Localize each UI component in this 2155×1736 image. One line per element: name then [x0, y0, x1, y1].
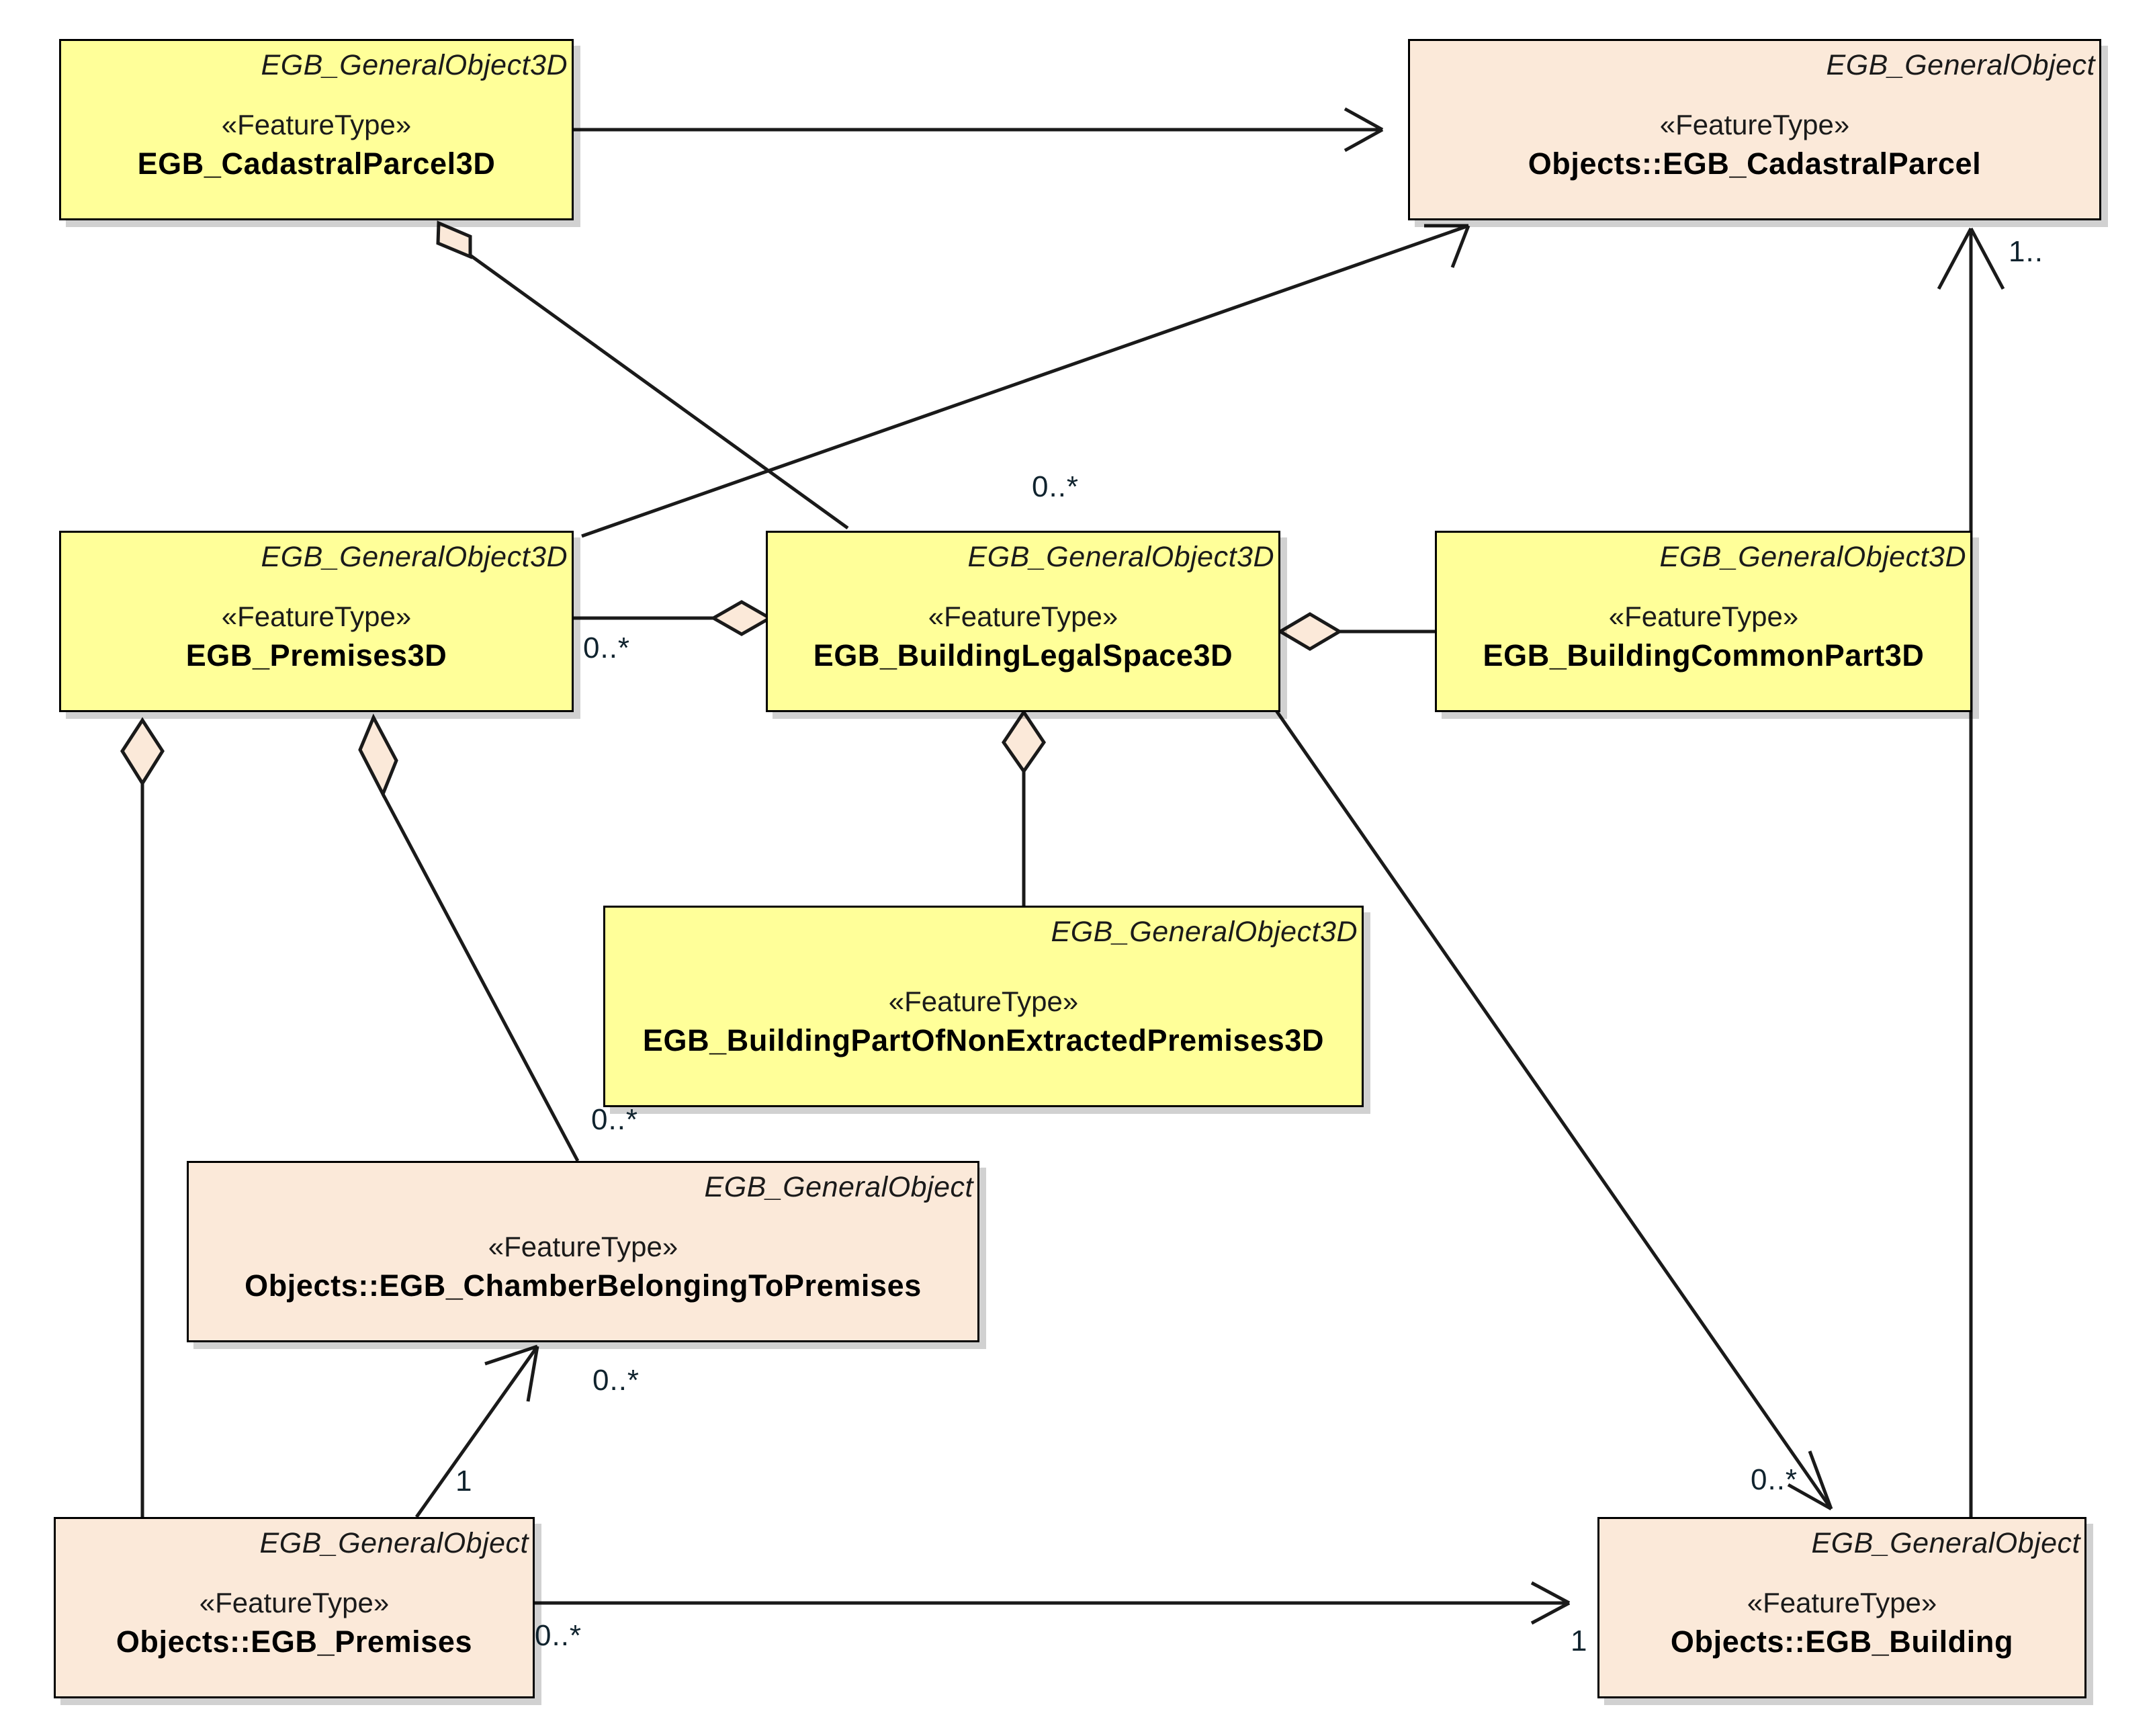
multiplicity-legalspace-top: 0..* [1032, 470, 1080, 503]
class-stereotype: «FeatureType» [1747, 1586, 1937, 1618]
class-parent-label: EGB_GeneralObject3D [1659, 541, 1966, 573]
class-body: «FeatureType» EGB_Premises3D [61, 572, 572, 710]
class-parent-label: EGB_GeneralObject [1811, 1527, 2080, 1559]
class-stereotype: «FeatureType» [221, 108, 412, 140]
multiplicity-premises-to-chamber: 1 [455, 1465, 473, 1498]
class-box-building-part-non-extracted-premises-3d[interactable]: EGB_GeneralObject3D «FeatureType» EGB_Bu… [603, 906, 1364, 1107]
connector-parcel3d-to-legalspace [436, 220, 849, 530]
multiplicity-premises-right: 0..* [535, 1619, 582, 1652]
class-stereotype: «FeatureType» [888, 985, 1079, 1017]
connector-chamber-to-premises3d [358, 713, 580, 1162]
multiplicity-chamber-bottom: 0..* [592, 1364, 640, 1397]
class-name: Objects::EGB_Premises [116, 1624, 473, 1659]
class-parent-label: EGB_GeneralObject3D [1051, 916, 1358, 948]
class-box-building[interactable]: EGB_GeneralObject «FeatureType» Objects:… [1597, 1517, 2086, 1698]
class-parent-label: EGB_GeneralObject3D [261, 541, 568, 573]
class-body: «FeatureType» EGB_BuildingCommonPart3D [1437, 572, 1970, 710]
connector-legalspace-to-building [1274, 709, 1833, 1511]
connector-premises-to-premises3d [120, 717, 165, 1517]
connector-building-to-parcel [1937, 227, 2005, 1517]
connector-premises-to-chamber [414, 1344, 539, 1518]
class-parent-label: EGB_GeneralObject [704, 1171, 973, 1203]
class-parent-label: EGB_GeneralObject3D [261, 49, 568, 81]
class-stereotype: «FeatureType» [928, 600, 1118, 632]
class-parent-label: EGB_GeneralObject3D [967, 541, 1274, 573]
class-box-chamber-belonging-to-premises[interactable]: EGB_GeneralObject «FeatureType» Objects:… [187, 1161, 979, 1342]
class-box-premises-3d[interactable]: EGB_GeneralObject3D «FeatureType» EGB_Pr… [59, 531, 574, 712]
class-body: «FeatureType» Objects::EGB_ChamberBelong… [189, 1203, 977, 1340]
class-body: «FeatureType» Objects::EGB_CadastralParc… [1410, 81, 2099, 218]
multiplicity-building-left: 1 [1571, 1624, 1588, 1657]
class-box-premises[interactable]: EGB_GeneralObject «FeatureType» Objects:… [54, 1517, 535, 1698]
class-body: «FeatureType» EGB_CadastralParcel3D [61, 81, 572, 218]
connector-buildingpart3d-to-legalspace [1001, 709, 1047, 906]
class-box-building-legal-space-3d[interactable]: EGB_GeneralObject3D «FeatureType» EGB_Bu… [766, 531, 1280, 712]
class-stereotype: «FeatureType» [1608, 600, 1799, 632]
connector-premises3d-to-parcel [581, 224, 1470, 538]
class-stereotype: «FeatureType» [221, 600, 412, 632]
class-box-cadastral-parcel-3d[interactable]: EGB_GeneralObject3D «FeatureType» EGB_Ca… [59, 39, 574, 220]
multiplicity-building-top-right: 0..* [1751, 1463, 1798, 1496]
class-stereotype: «FeatureType» [199, 1586, 390, 1618]
connector-premises-to-building [535, 1581, 1571, 1625]
class-stereotype: «FeatureType» [1659, 108, 1850, 140]
class-name: Objects::EGB_ChamberBelongingToPremises [245, 1268, 922, 1303]
class-name: EGB_CadastralParcel3D [137, 146, 496, 181]
multiplicity-parcel-top-right: 1.. [2009, 235, 2043, 268]
class-name: EGB_BuildingCommonPart3D [1483, 638, 1925, 672]
class-body: «FeatureType» Objects::EGB_Premises [56, 1559, 533, 1696]
class-parent-label: EGB_GeneralObject [1826, 49, 2095, 81]
class-box-cadastral-parcel[interactable]: EGB_GeneralObject «FeatureType» Objects:… [1408, 39, 2101, 220]
class-name: EGB_Premises3D [185, 638, 447, 672]
class-box-building-common-part-3d[interactable]: EGB_GeneralObject3D «FeatureType» EGB_Bu… [1435, 531, 1972, 712]
class-name: Objects::EGB_CadastralParcel [1528, 146, 1982, 181]
connector-premises3d-to-legalspace [574, 600, 774, 636]
class-body: «FeatureType» EGB_BuildingLegalSpace3D [768, 572, 1278, 710]
class-name: EGB_BuildingLegalSpace3D [813, 638, 1233, 672]
multiplicity-chamber-top: 0..* [591, 1103, 639, 1136]
class-body: «FeatureType» Objects::EGB_Building [1599, 1559, 2084, 1696]
class-body: «FeatureType» EGB_BuildingPartOfNonExtra… [605, 947, 1362, 1105]
connector-commonpart3d-to-legalspace [1277, 612, 1435, 651]
class-parent-label: EGB_GeneralObject [259, 1527, 529, 1559]
multiplicity-premises3d-right: 0..* [583, 632, 631, 664]
connector-parcel3d-to-parcel [574, 107, 1384, 153]
class-name: Objects::EGB_Building [1670, 1624, 2014, 1659]
class-name: EGB_BuildingPartOfNonExtractedPremises3D [642, 1023, 1325, 1057]
class-stereotype: «FeatureType» [488, 1230, 678, 1262]
